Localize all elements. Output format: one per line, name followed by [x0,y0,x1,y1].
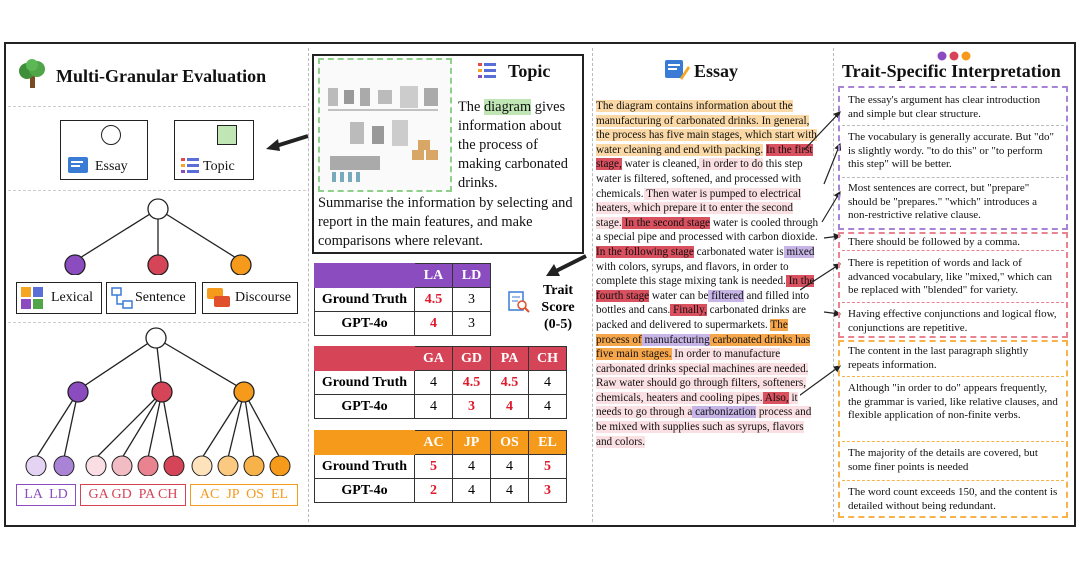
interp-group-lexical [838,86,1068,230]
essay-box: Essay [60,120,148,180]
topic-icon [181,157,199,179]
essay-header: Essay [694,61,739,81]
interp-item: The word count exceeds 150, and the cont… [848,486,1058,512]
dots-icon [937,46,973,65]
process-diagram-image [318,58,452,192]
arrow-icon [546,254,587,276]
tree-logo-icon [16,58,48,94]
arrow-icon [266,134,309,151]
separator [592,48,593,522]
discourse-label: Discourse [235,290,291,305]
lexical-label: Lexical [51,290,93,305]
sentence-label: Sentence [135,290,186,305]
interp-group-discourse [838,340,1068,518]
topic-header: Topic [508,61,551,81]
interp-group-sentence [838,232,1068,338]
separator [308,48,309,522]
topic-box-label: Topic [203,159,235,174]
leaf-label-sentence: GA GD PA CH [80,484,186,506]
figure-frame [4,42,1076,527]
separator [833,48,834,522]
interp-item: There should be followed by a comma. [848,236,1020,248]
interp-item: Most sentences are correct, but "prepare… [848,182,1038,222]
topic-box: Topic [174,120,254,180]
interp-item: The majority of the details are covered,… [848,447,1038,473]
magnifier-icon [508,290,530,318]
interp-item: The vocabulary is generally accurate. Bu… [848,131,1054,171]
essay-icon [664,58,690,86]
interp-item: Having effective conjunctions and logica… [848,308,1057,334]
sentence-box: Sentence [106,282,196,314]
lexical-icon [21,287,43,313]
tree-diagram-2 [25,327,291,476]
essay-icon [67,155,89,179]
topic-intro: The diagram gives information about the … [458,99,568,191]
lexical-box: Lexical [16,282,102,314]
square-icon [217,125,237,145]
sentence-icon [111,287,133,313]
diagram-highlight: diagram [483,99,532,115]
interp-item: There is repetition of words and lack of… [848,257,1053,297]
interp-item: The content in the last paragraph slight… [848,345,1029,371]
tree-diagram-1 [64,198,252,275]
interp-item: Although "in order to do" appears freque… [848,382,1058,422]
discourse-icon [207,288,231,314]
discourse-box: Discourse [202,282,298,314]
topic-prompt: Summarise the information by selecting a… [318,195,573,249]
leaf-label-discourse: AC JP OS EL [190,484,298,506]
leaf-label-lexical: LA LD [16,484,76,506]
essay-text: The diagram contains information about t… [596,100,819,448]
left-header: Multi-Granular Evaluation [56,66,267,86]
essay-box-label: Essay [95,159,128,174]
separator [8,322,306,323]
topic-icon [478,62,496,84]
separator [8,190,306,191]
circle-icon [101,125,121,145]
connector-arrows [800,111,842,396]
separator [8,106,306,107]
interp-header: Trait-Specific Interpretation [842,61,1061,81]
interp-item: The essay's argument has clear introduct… [848,94,1041,120]
